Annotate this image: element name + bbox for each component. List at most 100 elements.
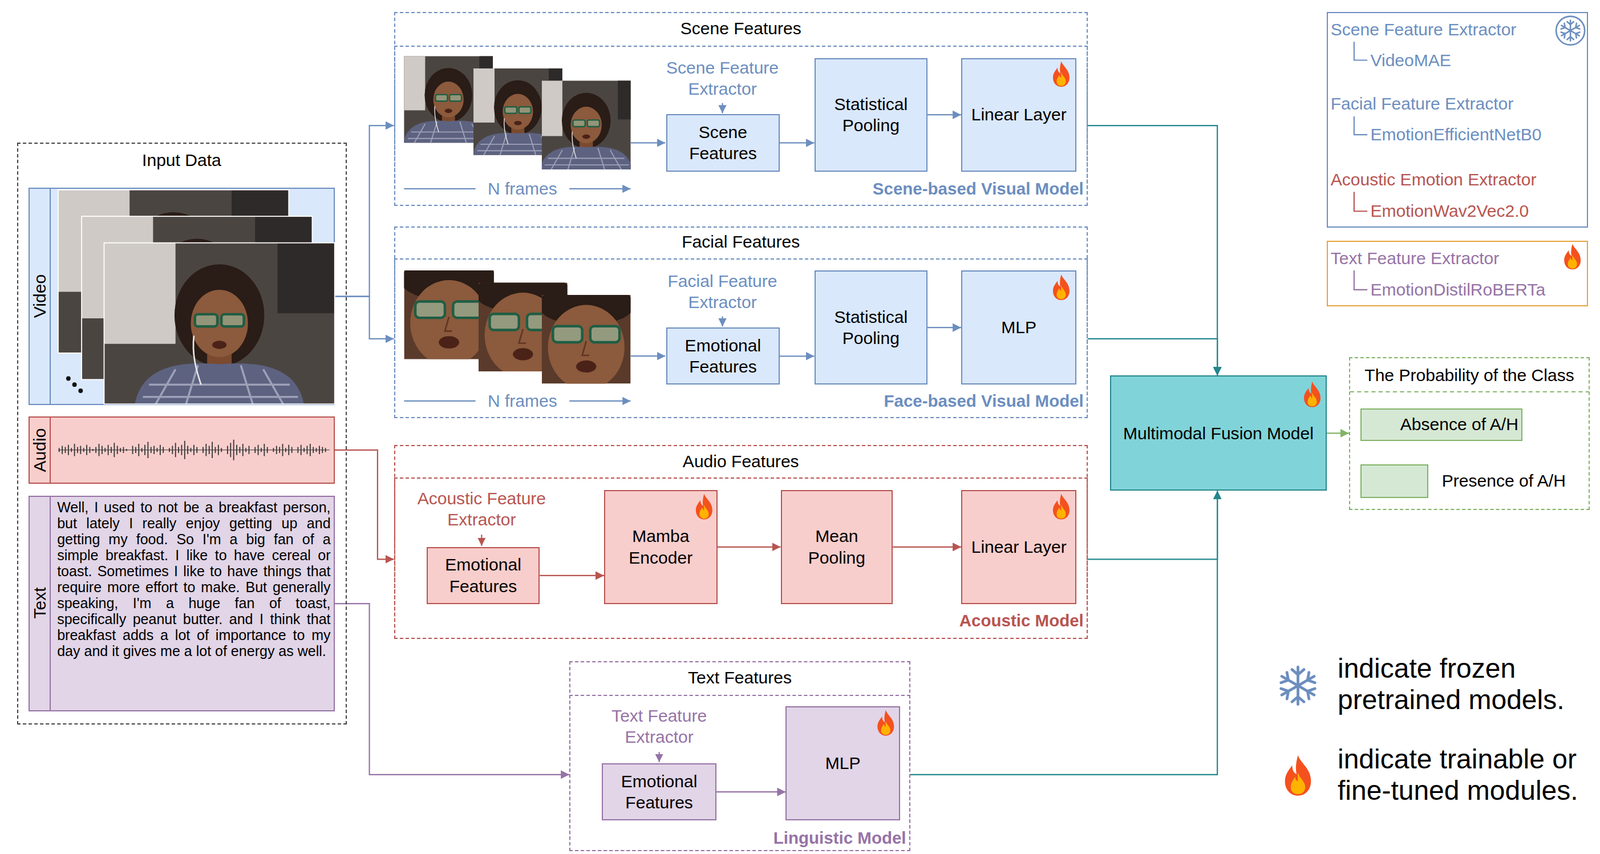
frame-edge: [81, 216, 313, 380]
node-label: Acoustic Feature Extractor: [412, 487, 552, 531]
tree-branch: [1354, 191, 1368, 212]
model-list-box: Scene Feature ExtractorVideoMAE Facial Fe…: [1326, 11, 1589, 228]
input-group: Input DataVideoAudioTextWell, I used to …: [17, 142, 347, 725]
box-label: Statistical Pooling: [820, 93, 923, 137]
process-box: Statistical Pooling: [814, 58, 929, 172]
node-label: Absence of A/H: [1400, 413, 1519, 436]
box-label: Scene Features: [671, 121, 775, 165]
extractor-arrow: [721, 103, 723, 114]
frame-edge: [103, 242, 335, 405]
divider-line: [1350, 391, 1590, 393]
box-label: Emotional Features: [671, 334, 775, 378]
face-frame: [399, 259, 498, 366]
process-box: Linear Layer: [961, 58, 1077, 172]
face-frames: [399, 259, 635, 390]
flame-icon: [1564, 243, 1581, 270]
frame-count-line: [403, 400, 476, 402]
node-label: Video: [29, 274, 51, 318]
process-box: Linear Layer: [961, 489, 1077, 605]
box-label: Emotional Features: [607, 770, 711, 814]
connector-arrow: [716, 791, 787, 793]
video-frame: [58, 189, 289, 354]
frames-to-extractor-arrow: [630, 355, 666, 357]
frame-count-arrow: [569, 188, 631, 190]
node-label: Text Feature Extractor: [590, 705, 729, 748]
feature-group: Text FeaturesLinguistic ModelText Featur…: [569, 661, 910, 852]
connector-arrow: [334, 603, 570, 775]
audio-waveform: [58, 439, 330, 461]
process-box: Statistical Pooling: [814, 270, 929, 385]
connector-arrow: [779, 142, 815, 144]
feature-group: Scene FeaturesScene-based Visual Model Sc…: [394, 11, 1088, 206]
connector-arrow: [927, 326, 962, 328]
connector-arrow: [334, 450, 395, 560]
scene-frames: [387, 55, 650, 170]
snowflake-badge: [1556, 16, 1585, 46]
node-label: Scene-based Visual Model: [872, 177, 1084, 200]
audio-panel: Audio: [28, 416, 335, 484]
box-label: Statistical Pooling: [820, 306, 923, 350]
node-label: EmotionEfficientNetB0: [1370, 123, 1542, 146]
frames-to-extractor-arrow: [630, 142, 666, 144]
frame-count-label: N frames: [487, 177, 558, 200]
box-label: Emotional Features: [432, 553, 535, 597]
extractor-leaders: [481, 103, 723, 763]
node-label: Audio Features: [682, 450, 800, 473]
feature-box: Text Feature ExtractorEmotional Features: [601, 763, 716, 821]
frame-count-arrow: [569, 400, 631, 402]
node-label: VideoMAE: [1370, 49, 1451, 72]
model-list-box: Text Feature ExtractorEmotionDistilRoBER…: [1326, 240, 1589, 306]
output-group: The Probability of the ClassAbsence of A…: [1349, 357, 1590, 510]
process-box: MLP: [961, 270, 1077, 385]
scene-frame: [456, 68, 579, 156]
node-label: Text: [29, 587, 51, 619]
scene-frame: [523, 80, 650, 170]
model-group: Acoustic Model Acoustic Feature Extractor…: [394, 477, 1088, 639]
waveform-baseline: [58, 449, 330, 451]
frame-count-label: N frames: [487, 390, 558, 412]
legend-item: indicate frozen pretrained models.: [1337, 651, 1595, 715]
frame-count-line: [403, 188, 476, 190]
flame-icon: [1303, 381, 1321, 408]
scene-frame: [387, 55, 510, 143]
model-group: Linguistic ModelText Feature ExtractorEm…: [569, 694, 910, 852]
frame-count-arrows: [403, 142, 666, 401]
legend-flame-icon: [1285, 755, 1312, 796]
connector-arrow: [1087, 490, 1218, 560]
node-label: Presence of A/H: [1441, 470, 1566, 493]
extractor-arrow: [658, 751, 660, 763]
probability-bar: [1360, 464, 1429, 498]
connector-arrow: [892, 546, 962, 548]
box-label: Linear Layer: [971, 103, 1067, 126]
extractor-arrow: [721, 316, 723, 327]
frame-edge: [58, 189, 289, 354]
text-panel: TextWell, I used to not be a breakfast p…: [28, 495, 335, 711]
node-label: Scene Features: [680, 17, 802, 40]
feature-box: Facial Feature ExtractorEmotional Featur…: [666, 327, 780, 385]
flame-icon: [1052, 493, 1070, 520]
node-label: Acoustic Emotion Extractor: [1330, 168, 1537, 191]
box-label: MLP: [1001, 316, 1037, 339]
node-label: Scene Feature Extractor: [1330, 18, 1517, 41]
ellipsis-dot: [66, 376, 71, 382]
box-label: MLP: [825, 752, 861, 775]
process-box: MLP: [785, 706, 900, 821]
flame-icon: [1052, 61, 1070, 87]
face-frame: [537, 284, 635, 390]
node-label: Audio: [29, 427, 51, 472]
tree-branch: [1354, 41, 1368, 60]
node-label: Facial Feature Extractor: [1330, 93, 1514, 116]
feature-group: Facial FeaturesFace-based Visual ModelFa…: [394, 226, 1088, 419]
tree-branch: [1354, 270, 1368, 290]
connector-arrow: [927, 114, 962, 116]
connector-arrow: [717, 546, 781, 548]
snowflake-icon: [1560, 20, 1582, 42]
box-label: Linear Layer: [971, 536, 1067, 558]
node-label: Acoustic Model: [959, 609, 1084, 631]
feature-group: Audio FeaturesAcoustic Model Acoustic Fea…: [394, 444, 1088, 639]
process-box: Mean Pooling: [780, 489, 894, 605]
node-label: Facial Feature Extractor: [653, 270, 792, 314]
node-label: Input Data: [142, 149, 222, 172]
connector-arrow: [334, 125, 395, 297]
